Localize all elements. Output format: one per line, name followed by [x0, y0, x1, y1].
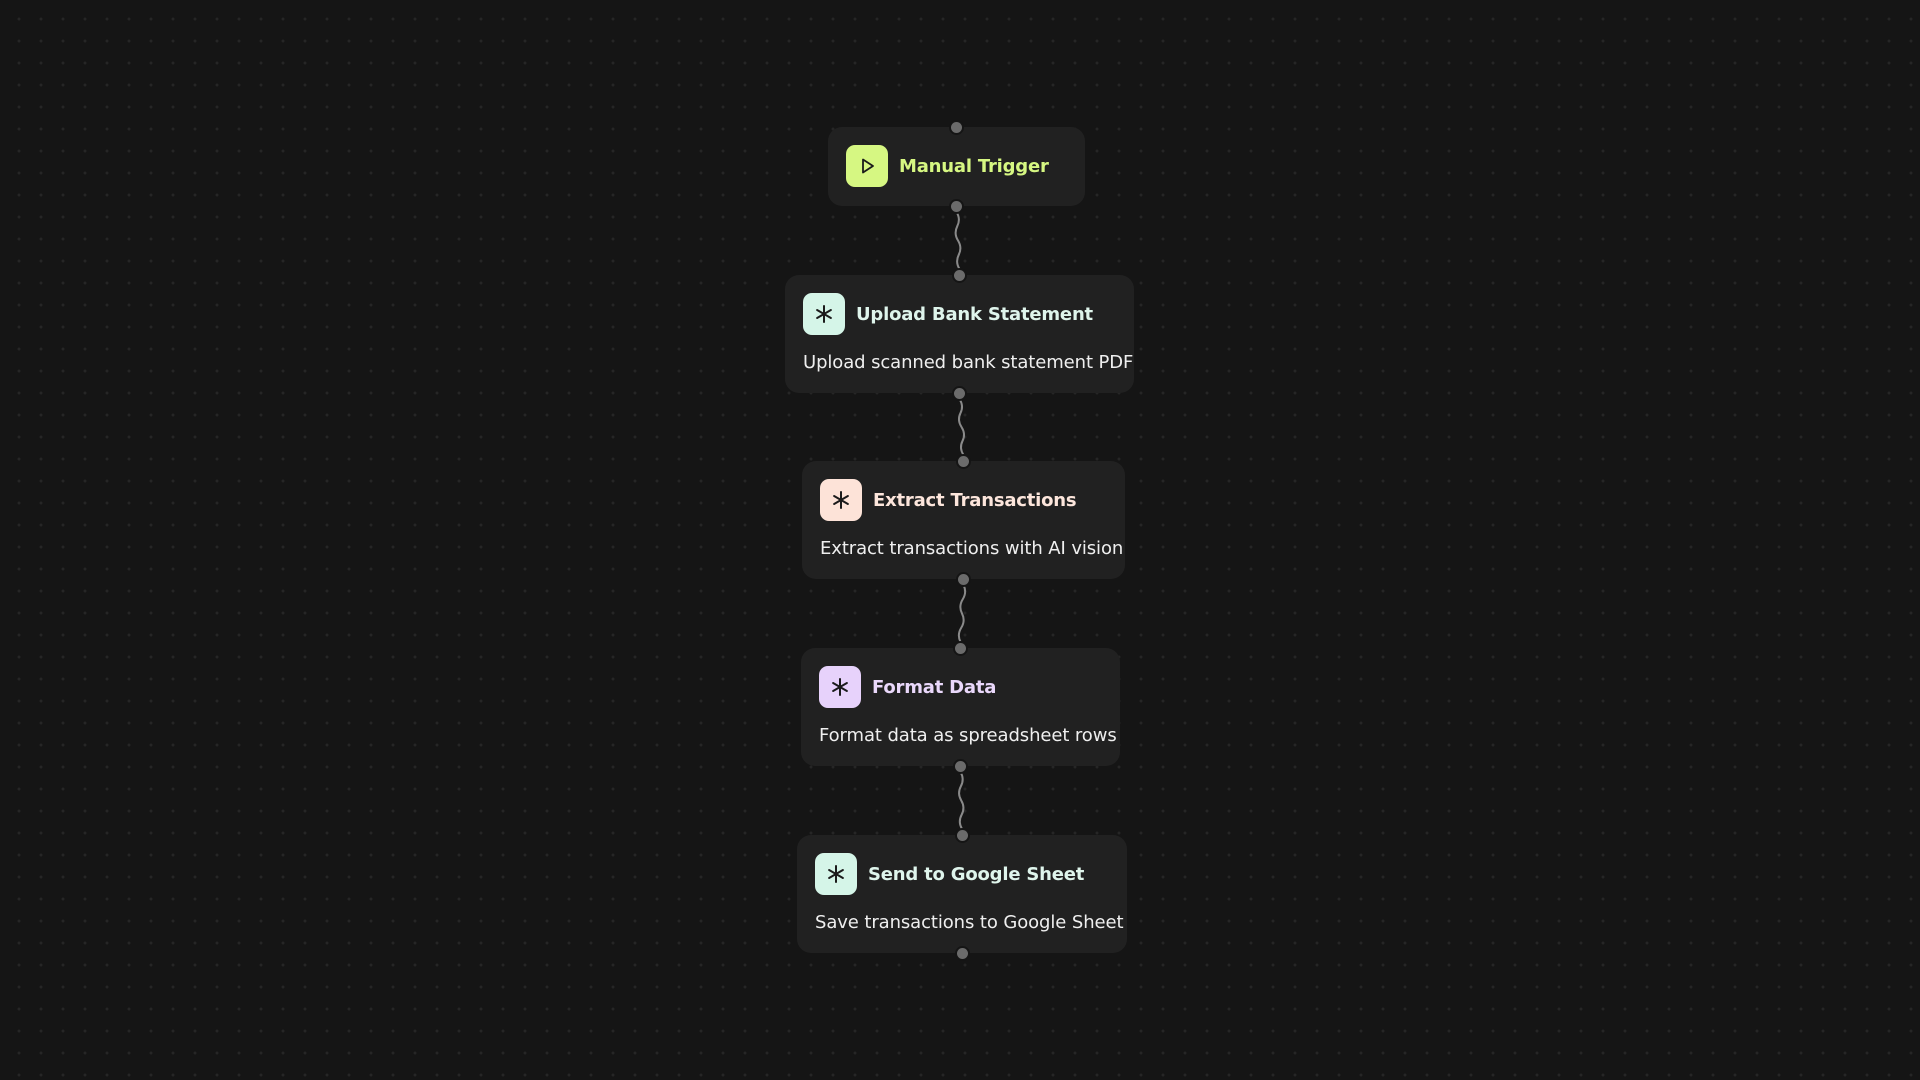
asterisk-icon [815, 853, 857, 895]
node-description: Format data as spreadsheet rows [819, 725, 1117, 746]
node-upload-bank-statement[interactable]: Upload Bank Statement Upload scanned ban… [785, 275, 1134, 393]
node-description: Save transactions to Google Sheet [815, 912, 1124, 933]
node-description: Extract transactions with AI vision [820, 538, 1124, 559]
node-header: Extract Transactions [820, 479, 1107, 521]
output-handle[interactable] [958, 573, 969, 585]
asterisk-icon [819, 666, 861, 708]
node-extract-transactions[interactable]: Extract Transactions Extract transaction… [802, 461, 1125, 579]
asterisk-icon [820, 479, 862, 521]
edge-upload-to-extract[interactable] [958, 398, 965, 456]
node-header: Send to Google Sheet [815, 853, 1109, 895]
node-header: Manual Trigger [846, 145, 1067, 187]
output-handle[interactable] [956, 947, 968, 959]
node-title: Format Data [872, 676, 997, 698]
node-header: Upload Bank Statement [803, 293, 1116, 335]
output-handle[interactable] [954, 387, 965, 399]
input-handle[interactable] [954, 269, 965, 281]
output-handle[interactable] [955, 760, 966, 772]
node-title: Manual Trigger [899, 155, 1049, 177]
node-format-data[interactable]: Format Data Format data as spreadsheet r… [801, 648, 1120, 766]
node-description: Upload scanned bank statement PDF [803, 352, 1134, 373]
edge-format-to-sheet[interactable] [958, 771, 965, 830]
asterisk-icon [803, 293, 845, 335]
node-title: Upload Bank Statement [856, 303, 1093, 325]
input-handle[interactable] [955, 642, 966, 654]
node-title: Extract Transactions [873, 489, 1077, 511]
input-handle[interactable] [958, 455, 969, 467]
input-handle[interactable] [951, 121, 962, 133]
edge-extract-to-format[interactable] [957, 584, 967, 643]
node-manual-trigger[interactable]: Manual Trigger [828, 127, 1085, 206]
edge-trigger-to-upload[interactable] [954, 211, 962, 270]
node-title: Send to Google Sheet [868, 863, 1085, 885]
node-header: Format Data [819, 666, 1102, 708]
output-handle[interactable] [951, 200, 962, 212]
play-icon [846, 145, 888, 187]
node-send-to-google-sheet[interactable]: Send to Google Sheet Save transactions t… [797, 835, 1127, 953]
input-handle[interactable] [956, 829, 968, 841]
